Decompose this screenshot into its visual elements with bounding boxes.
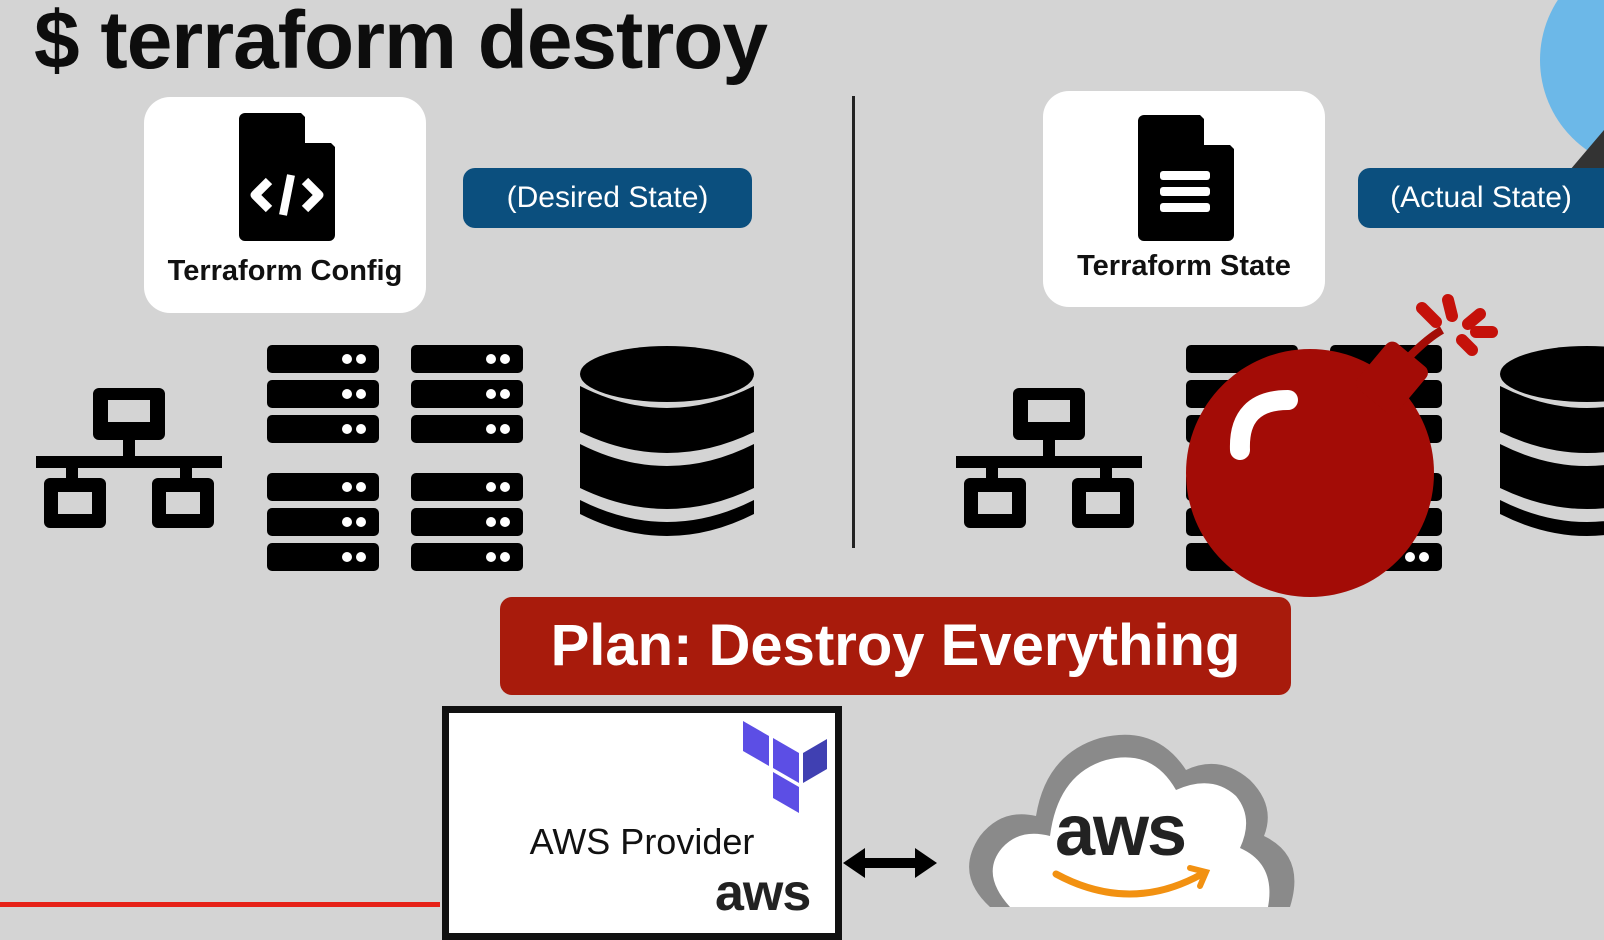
actual-state-badge: (Actual State): [1358, 168, 1604, 228]
terraform-config-label: Terraform Config: [167, 255, 403, 287]
video-progress-bar[interactable]: [0, 902, 440, 907]
database-icon: [1500, 346, 1604, 536]
aws-cloud-icon: [969, 734, 1295, 907]
network-icon: [36, 388, 222, 528]
divider: [852, 96, 855, 548]
aws-provider-label: AWS Provider: [529, 821, 755, 862]
aws-logo-small: aws: [715, 864, 811, 922]
code-file-icon: [239, 113, 335, 241]
server-icon: [411, 473, 523, 571]
terraform-logo-icon: [743, 721, 827, 813]
page-title: $ terraform destroy: [34, 0, 768, 86]
document-file-icon: [1138, 115, 1234, 241]
double-arrow-icon: [843, 848, 937, 878]
database-icon: [580, 346, 754, 536]
desired-state-badge: (Desired State): [463, 168, 752, 228]
terraform-state-card: Terraform State: [1043, 91, 1325, 307]
network-icon: [956, 388, 1142, 528]
server-icon: [267, 345, 379, 443]
aws-provider-box: AWS Provider aws: [442, 706, 842, 940]
terraform-state-label: Terraform State: [1077, 250, 1291, 282]
plan-banner: Plan: Destroy Everything: [500, 597, 1291, 695]
server-icon: [411, 345, 523, 443]
server-icon: [267, 473, 379, 571]
bomb-icon: [1186, 294, 1498, 597]
terraform-config-card: Terraform Config: [144, 97, 426, 313]
aws-logo-text: aws: [1055, 791, 1187, 871]
avatar-circle: [1540, 0, 1604, 170]
